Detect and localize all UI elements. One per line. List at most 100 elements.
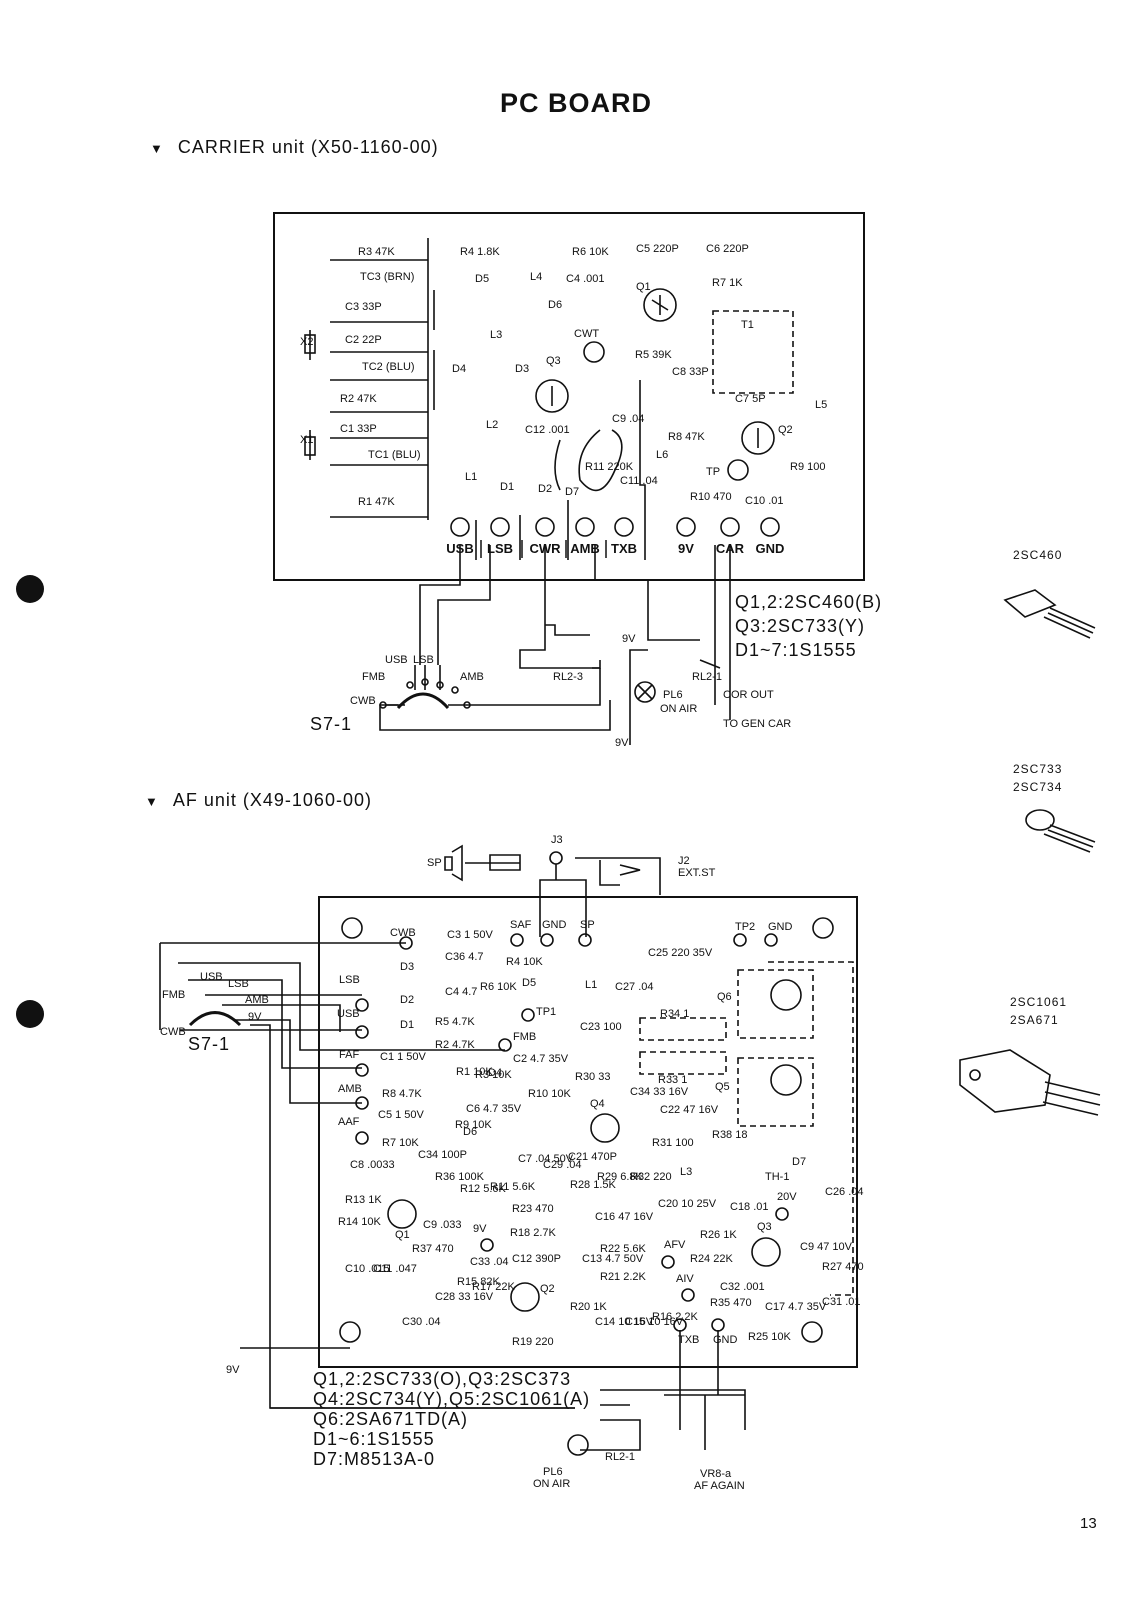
af-part-label: C23 100 [580, 1021, 622, 1033]
carrier-pad-label: 9V [678, 541, 694, 556]
af-part-label: C27 .04 [615, 981, 654, 993]
af-part-label: R27 470 [822, 1261, 864, 1273]
af-part-label: GND [542, 919, 567, 931]
af-part-label: C29 .04 [543, 1159, 582, 1171]
carrier-part-label: L6 [656, 449, 668, 461]
af-part-label: C34 100P [418, 1149, 467, 1161]
af-part-label: R28 1.5K [570, 1179, 617, 1191]
side-transistor-note: 2SC734 [1013, 780, 1063, 794]
side-transistor-note: 2SC1061 [1010, 995, 1068, 1009]
af-part-label: R36 100K [435, 1171, 485, 1183]
carrier-wiring-label: TO GEN CAR [723, 718, 791, 730]
af-part-label: EXT.ST [678, 867, 716, 879]
carrier-wiring-label: CWB [350, 695, 376, 707]
carrier-part-label: D3 [515, 363, 529, 375]
carrier-pad [720, 517, 740, 537]
q6-outline [737, 969, 814, 1039]
af-part-label: C3 1 50V [447, 929, 494, 941]
af-part-label: AIV [676, 1273, 694, 1285]
af-part-label: FMB [162, 989, 185, 1001]
carrier-part-label: L2 [486, 419, 498, 431]
carrier-part-label: R5 39K [635, 349, 672, 361]
af-part-label: FMB [513, 1031, 536, 1043]
af-part-label: R25 10K [748, 1331, 791, 1343]
af-part-label: TP1 [536, 1006, 556, 1018]
af-part-label: C7 .04 50V [518, 1153, 574, 1165]
af-part-label: C28 33 16V [435, 1291, 494, 1303]
af-part-label: C16 47 16V [595, 1211, 654, 1223]
carrier-part-label: D7 [565, 486, 579, 498]
af-part-label: VR8-a [700, 1468, 732, 1480]
af-unit-heading: ▼AF unit (X49-1060-00) [145, 790, 372, 810]
af-part-label: AMB [338, 1083, 362, 1095]
carrier-part-label: C5 220P [636, 243, 679, 255]
carrier-part-label: R11 220K [585, 461, 634, 473]
af-part-label: J3 [551, 834, 563, 846]
side-transistor-note: 2SC733 [1013, 762, 1063, 776]
carrier-wiring-label: USB [385, 654, 408, 666]
af-part-label: R34 1 [660, 1008, 689, 1020]
carrier-wiring-label: AMB [460, 671, 484, 683]
carrier-pad-label: CWR [529, 541, 561, 556]
af-part-label: C9 .033 [423, 1219, 462, 1231]
carrier-pad [490, 517, 510, 537]
af-part-label: R26 1K [700, 1229, 737, 1241]
af-part-label: R30 33 [575, 1071, 610, 1083]
af-part-label: USB [200, 971, 223, 983]
af-part-label: SP [427, 857, 442, 869]
carrier-wiring-label: LSB [413, 654, 434, 666]
af-part-label: C10 .015 [345, 1263, 390, 1275]
binder-hole-1 [16, 575, 44, 603]
af-part-label: C20 10 25V [658, 1198, 717, 1210]
af-s7-1-switch-rotor [188, 1011, 242, 1027]
carrier-pad [535, 517, 555, 537]
carrier-pad [614, 517, 634, 537]
af-part-label: R14 10K [338, 1216, 381, 1228]
carrier-part-label: R3 47K [358, 246, 395, 258]
carrier-pad [575, 517, 595, 537]
af-transistor-list-line: D1~6:1S1555 [313, 1429, 435, 1449]
carrier-wiring-label: ON AIR [660, 703, 697, 715]
af-transistor-list-line: D7:M8513A-0 [313, 1449, 435, 1469]
af-part-label: D5 [522, 977, 536, 989]
carrier-part-label: CWT [574, 328, 599, 340]
af-part-label: C11 .047 [373, 1263, 417, 1275]
af-part-label: C32 .001 [720, 1281, 765, 1293]
af-part-label: AF AGAIN [694, 1480, 745, 1492]
carrier-part-label: C11 .04 [620, 475, 658, 487]
carrier-board-outline [273, 212, 865, 581]
carrier-part-label: D6 [548, 299, 562, 311]
af-part-label: AFV [664, 1239, 686, 1251]
af-part-label: R21 2.2K [600, 1271, 647, 1283]
carrier-pad [450, 517, 470, 537]
af-part-label: SAF [510, 919, 532, 931]
carrier-part-label: D5 [475, 273, 489, 285]
af-part-label: D7 [792, 1156, 806, 1168]
tp-test-point [727, 459, 749, 481]
af-part-label: ON AIR [533, 1478, 570, 1490]
af-part-label: D2 [400, 994, 414, 1006]
carrier-part-label: R1 47K [358, 496, 395, 508]
af-part-label: GND [713, 1334, 738, 1346]
carrier-transistor-list-line: D1~7:1S1555 [735, 640, 857, 660]
carrier-part-label: Q3 [546, 355, 561, 367]
carrier-part-label: R8 47K [668, 431, 705, 443]
af-part-label: C14 10 16V [595, 1316, 654, 1328]
af-part-label: R4 10K [506, 956, 543, 968]
af-part-label: Q2 [540, 1283, 555, 1295]
2sc733-package [1025, 809, 1055, 831]
af-part-label: C21 470P [568, 1151, 617, 1163]
af-part-label: D3 [400, 961, 414, 973]
carrier-wiring-label: 9V [622, 633, 636, 645]
af-part-label: C13 4.7 50V [582, 1253, 644, 1265]
af-part-label: R24 22K [690, 1253, 733, 1265]
af-part-label: D1 [400, 1019, 414, 1031]
q1-transistor [643, 288, 677, 322]
carrier-part-label: TC1 (BLU) [368, 449, 421, 461]
cwt-test-point [583, 341, 605, 363]
pl6-lamp [634, 681, 656, 703]
carrier-part-label: C2 22P [345, 334, 382, 346]
carrier-part-label: Q2 [778, 424, 793, 436]
carrier-part-label: C9 .04 [612, 413, 644, 425]
